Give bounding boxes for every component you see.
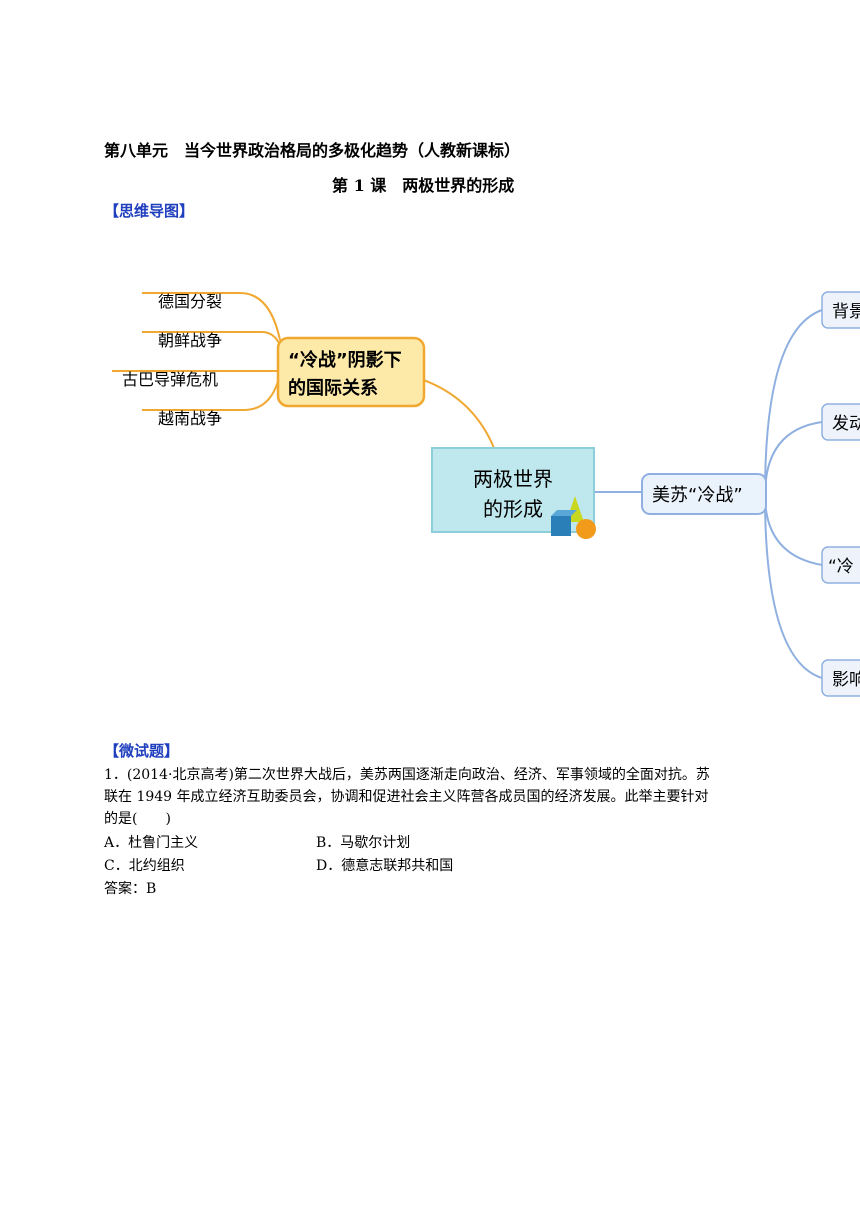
right-leaf-cold: “冷 xyxy=(828,557,854,577)
option-a: A．杜鲁门主义 xyxy=(104,835,199,851)
right-leaf-box-1 xyxy=(821,291,860,329)
leaf-cuban-missile-crisis: 古巴导弹危机 xyxy=(122,370,218,389)
option-c: C．北约组织 xyxy=(104,858,185,874)
mind-map: 德国分裂 朝鲜战争 古巴导弹危机 越南战争 “冷战”阴影下 的国际关系 两极世界… xyxy=(112,291,860,697)
leaf-vietnam-war: 越南战争 xyxy=(158,409,222,428)
option-d: D．德意志联邦共和国 xyxy=(316,858,454,874)
question-1-line1: 1．(2014·北京高考)第二次世界大战后，美苏两国逐渐走向政治、经济、军事领域… xyxy=(104,767,710,783)
shapes-icon xyxy=(551,496,596,539)
quiz-section-label: 【微试题】 xyxy=(104,742,180,760)
unit-title: 第八单元 当今世界政治格局的多极化趋势（人教新课标） xyxy=(104,141,521,160)
leaf-korean-war: 朝鲜战争 xyxy=(158,331,222,350)
right-leaf-box-4 xyxy=(821,659,860,697)
mindmap-section-label: 【思维导图】 xyxy=(104,202,195,220)
right-leaf-box-3 xyxy=(821,546,860,584)
center-node-line2: 的形成 xyxy=(483,497,543,521)
right-leaf-impact: 影响 xyxy=(832,670,860,690)
lesson-title: 第 1 课 两极世界的形成 xyxy=(332,176,515,195)
question-1-line2: 联在 1949 年成立经济互助委员会，协调和促进社会主义阵营各成员国的经济发展。… xyxy=(104,789,709,805)
option-b: B．马歇尔计划 xyxy=(316,835,411,851)
right-leaf-background: 背景 xyxy=(832,302,860,322)
right-node-label: 美苏“冷战” xyxy=(652,485,743,506)
right-leaf-box-2 xyxy=(821,403,860,441)
right-node-box xyxy=(641,473,767,515)
question-1-line3: 的是( ) xyxy=(104,811,171,827)
right-connectors xyxy=(594,309,823,679)
leaf-germany-split: 德国分裂 xyxy=(158,292,222,311)
left-node-line1: “冷战”阴影下 xyxy=(288,349,402,371)
answer: 答案：B xyxy=(104,881,157,897)
center-node-line1: 两极世界 xyxy=(473,467,553,491)
left-node-line2: 的国际关系 xyxy=(288,377,378,399)
right-leaf-launch: 发动 xyxy=(832,414,860,434)
left-node-box xyxy=(276,336,426,408)
